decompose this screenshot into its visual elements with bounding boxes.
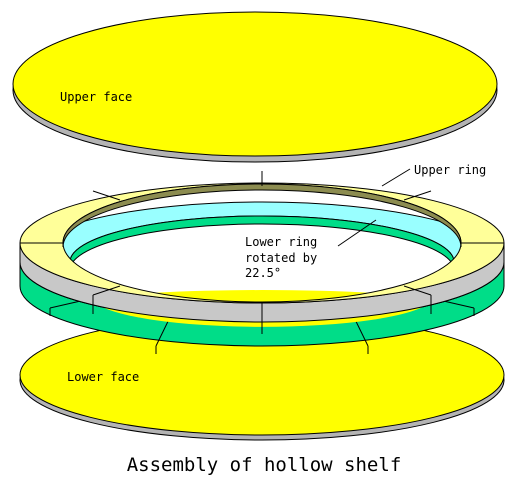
upper-ring-leader bbox=[381, 168, 411, 187]
lower-face-label: Lower face bbox=[67, 370, 139, 384]
lower-ring bbox=[19, 201, 505, 354]
lower-ring-leader bbox=[337, 219, 377, 247]
upper-ring-joints bbox=[20, 171, 504, 334]
lower-face bbox=[19, 314, 505, 441]
diagram-caption: Assembly of hollow shelf bbox=[127, 454, 402, 476]
lower-ring-label-line2: rotated by bbox=[245, 251, 317, 265]
upper-ring-inner-side bbox=[62, 183, 462, 248]
upper-face-top bbox=[12, 11, 498, 157]
lower-ring-label-line1: Lower ring bbox=[245, 235, 317, 249]
upper-ring bbox=[19, 171, 505, 334]
lower-ring-label-line3: 22.5° bbox=[245, 266, 281, 280]
upper-face-label: Upper face bbox=[60, 90, 132, 104]
upper-face bbox=[12, 11, 498, 163]
upper-ring-label: Upper ring bbox=[414, 163, 486, 177]
